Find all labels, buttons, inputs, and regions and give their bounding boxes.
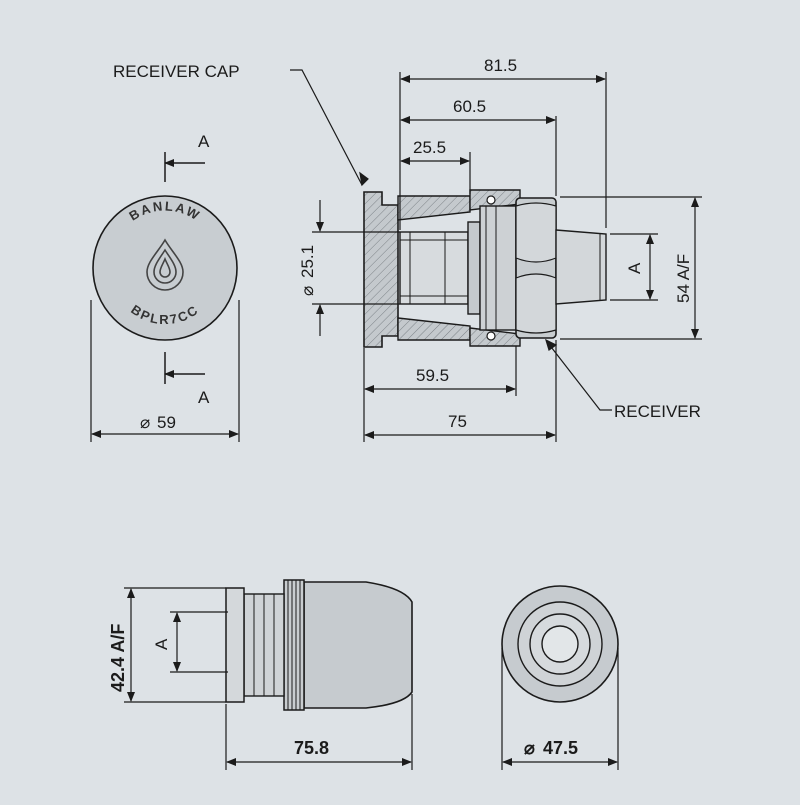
leader-lines (290, 69, 612, 411)
end-bore (541, 625, 579, 663)
cap-sleeve-bottom (397, 317, 471, 341)
receiver-nipple (399, 231, 469, 305)
bore-diameter-value: 25.1 (298, 245, 317, 278)
side-top-dimensions (399, 72, 607, 230)
cap-disc (92, 195, 238, 341)
hex-af-dimension (560, 196, 702, 340)
dim-75: 75 (448, 412, 467, 431)
dim-42-4-af: 42.4 A/F (108, 624, 128, 692)
dim-75-8: 75.8 (294, 738, 329, 758)
cap-sleeve-top (397, 195, 471, 221)
dim-60-5: 60.5 (453, 97, 486, 116)
end-view: ⌀ 47.5 (501, 585, 619, 770)
receiver-body (479, 205, 517, 331)
end-diameter-symbol: ⌀ (524, 738, 535, 758)
receiver-cap-label: RECEIVER CAP (113, 62, 240, 81)
end-diameter-value: 47.5 (543, 738, 578, 758)
section-a-bottom-marker (164, 352, 205, 384)
bore-diameter-symbol: ⌀ (298, 286, 317, 296)
bore-dimension (312, 200, 400, 336)
bottom-section-a: A (152, 638, 171, 650)
end-diameter-dimension (501, 648, 619, 770)
side-bottom-dimensions (363, 340, 557, 442)
drop-logo-icon (146, 238, 184, 291)
dim-54-af: 54 A/F (674, 254, 693, 303)
receiver-section-view: 81.5 60.5 25.5 ⌀ 25.1 54 A/F A (113, 56, 702, 442)
dim-59-5: 59.5 (416, 366, 449, 385)
section-a-top-label: A (198, 132, 210, 151)
cap-flange-section (363, 191, 399, 348)
bottom-hex-dimension (124, 587, 228, 703)
dim-81-5: 81.5 (484, 56, 517, 75)
receiver-side-body (303, 581, 413, 709)
receiver-label: RECEIVER (614, 402, 701, 421)
section-a-bottom-label: A (198, 388, 210, 407)
receiver-thread (555, 229, 607, 305)
cap-front-view: BANLAW BPLR7CC A A ⌀ 59 (90, 132, 240, 442)
cap-diameter-symbol: ⌀ (140, 413, 150, 432)
cap-diameter-dimension (90, 300, 240, 442)
side-section-a: A (625, 262, 644, 274)
bottom-length-dimension (225, 694, 413, 770)
cap-diameter-value: 59 (157, 413, 176, 432)
bottom-side-view: 42.4 A/F A 75.8 (108, 579, 413, 770)
dim-25-5: 25.5 (413, 138, 446, 157)
section-a-top-marker (164, 152, 205, 182)
